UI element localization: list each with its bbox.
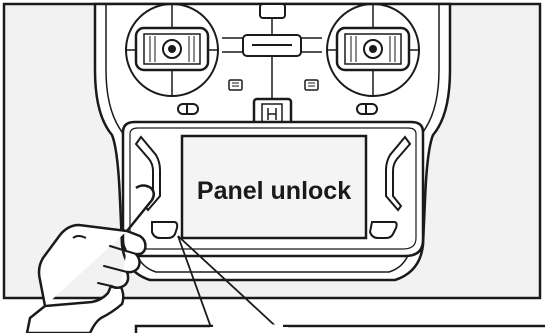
pointing-hand-icon xyxy=(25,184,155,333)
center-cross xyxy=(222,18,322,98)
top-slot xyxy=(259,3,286,19)
trim-switch-left[interactable] xyxy=(177,103,199,115)
right-chevron-button[interactable] xyxy=(385,135,412,212)
right-stick-gimbal xyxy=(326,3,420,97)
bottom-right-button[interactable] xyxy=(368,221,398,239)
touch-screen[interactable] xyxy=(180,134,368,240)
left-stick-gimbal xyxy=(125,3,219,97)
screen-label: Panel unlock xyxy=(197,177,351,205)
callout-pointer xyxy=(177,235,284,333)
callout-box xyxy=(134,324,545,333)
bottom-left-button[interactable] xyxy=(151,221,179,239)
trim-switch-right[interactable] xyxy=(356,103,378,115)
small-button-left[interactable] xyxy=(228,79,243,91)
small-button-right[interactable] xyxy=(304,79,319,91)
